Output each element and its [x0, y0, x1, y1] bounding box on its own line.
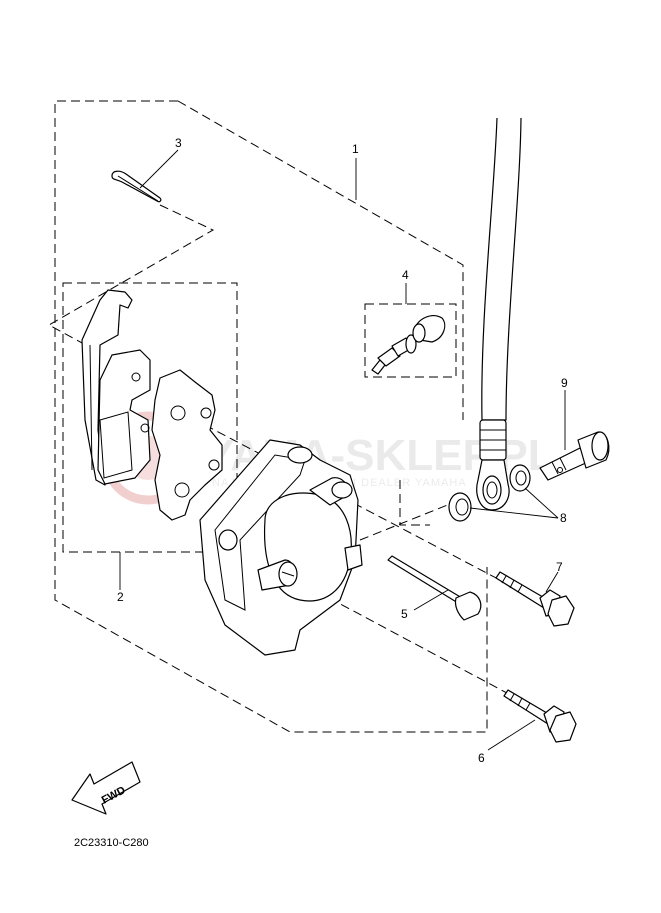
- banjo-guide: [359, 499, 461, 541]
- callout-1: 1: [352, 142, 359, 156]
- callout-6: 6: [478, 751, 485, 765]
- caliper-bolt-lower: [503, 689, 577, 743]
- cotter-pin: [111, 170, 162, 203]
- pad-kit-boundary: [62, 282, 238, 553]
- brake-pad-shim: [81, 289, 133, 486]
- callout-8: 8: [560, 511, 567, 525]
- copper-washer-1: [448, 492, 472, 522]
- caliper-bolt-upper: [495, 571, 575, 627]
- brake-pad-inner: [97, 349, 151, 485]
- callout-2: 2: [117, 590, 124, 604]
- pad-pin: [387, 555, 482, 621]
- callout-3: 3: [175, 136, 182, 150]
- callout-7: 7: [556, 560, 563, 574]
- brake-caliper: [199, 439, 363, 656]
- bleeder-screw: [371, 334, 417, 375]
- leader-lines: [119, 149, 566, 751]
- brake-hose: [476, 117, 522, 511]
- bleeder-kit-boundary: [364, 303, 457, 378]
- assembly-boundary-right: [399, 480, 430, 526]
- copper-washer-2: [509, 464, 531, 492]
- bolt-guide-2: [229, 544, 521, 701]
- drawing-code: 2C23310-C280: [74, 837, 149, 849]
- assembly-boundary: [54, 100, 488, 733]
- callout-4: 4: [402, 268, 409, 282]
- brake-pad-outer: [151, 369, 223, 521]
- union-bolt: [539, 431, 610, 481]
- assembly-boundary-upper: [177, 100, 464, 420]
- callout-9: 9: [561, 376, 568, 390]
- bleeder-cap: [412, 315, 446, 343]
- cotter-pin-guide: [47, 204, 215, 351]
- callout-5: 5: [401, 607, 408, 621]
- forward-direction-arrow: FWD: [71, 761, 141, 815]
